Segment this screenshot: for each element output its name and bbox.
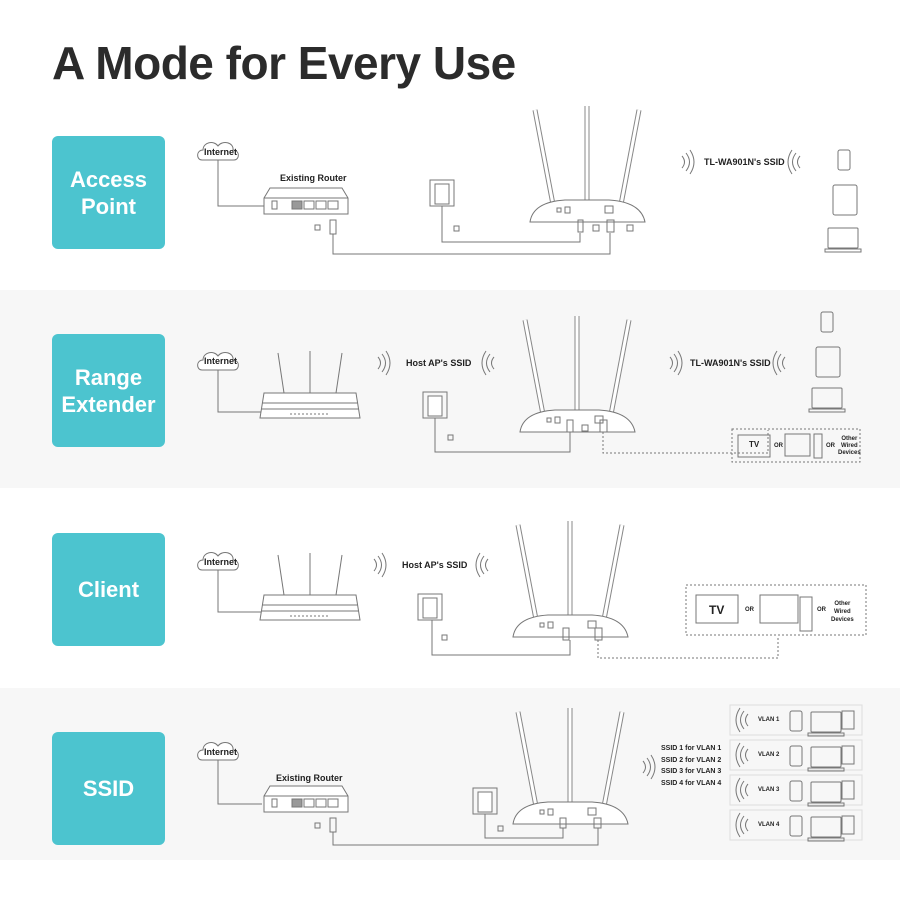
host-ssid-label: Host AP's SSID: [402, 560, 468, 570]
existing-router-label: Existing Router: [280, 173, 347, 183]
host-ssid-label: Host AP's SSID: [406, 358, 472, 368]
internet-label: Internet: [204, 747, 238, 757]
internet-label: Internet: [204, 356, 238, 366]
or-label: OR: [774, 443, 783, 449]
mode-badge-ssid: SSID: [52, 732, 165, 845]
internet-label: Internet: [204, 557, 238, 567]
or-label: OR: [745, 607, 754, 613]
ssid-list-item: SSID 4 for VLAN 4: [661, 780, 722, 787]
vlan-label: VLAN 2: [758, 752, 780, 758]
page-title: A Mode for Every Use: [52, 37, 516, 89]
ap-ssid-label: TL-WA901N's SSID: [704, 157, 785, 167]
tv-label: TV: [709, 603, 725, 617]
ssid-list-item: SSID 1 for VLAN 1: [661, 745, 722, 752]
vlan-label: VLAN 1: [758, 717, 780, 723]
ssid-list-item: SSID 2 for VLAN 2: [661, 757, 722, 764]
ap-ssid-label: TL-WA901N's SSID: [690, 358, 771, 368]
ssid-list-item: SSID 3 for VLAN 3: [661, 768, 722, 775]
vlan-label: VLAN 4: [758, 822, 780, 828]
internet-label: Internet: [204, 147, 238, 157]
tv-label: TV: [749, 440, 760, 449]
mode-badge-client: Client: [52, 533, 165, 646]
vlan-label: VLAN 3: [758, 787, 780, 793]
existing-router-label: Existing Router: [276, 773, 343, 783]
or-label: OR: [826, 443, 835, 449]
or-label: OR: [817, 607, 826, 613]
